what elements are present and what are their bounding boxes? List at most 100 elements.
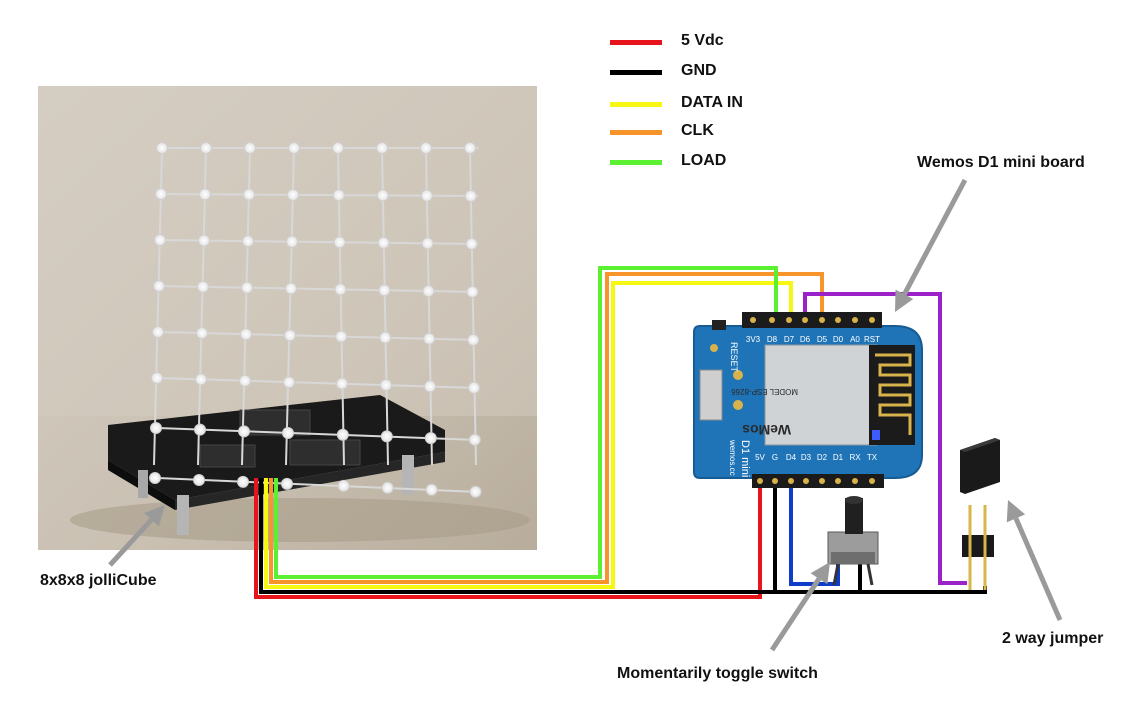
led (468, 381, 480, 394)
top-pin-label: D5 (817, 335, 828, 344)
led (420, 142, 432, 154)
led (424, 432, 437, 445)
pin-hole (772, 478, 778, 484)
switch-label: Momentarily toggle switch (617, 665, 818, 682)
led (421, 237, 434, 250)
led (287, 188, 299, 201)
led (284, 329, 296, 342)
top-pin-label: D6 (800, 335, 811, 344)
pin-hole (788, 478, 794, 484)
wire-d4-switch (789, 478, 840, 586)
led (466, 285, 479, 298)
led (464, 142, 476, 154)
led (380, 430, 393, 443)
led (244, 142, 256, 154)
pin-hole (750, 317, 756, 323)
bottom-pin-label: TX (867, 453, 878, 462)
arrow-cube (108, 505, 165, 567)
top-pin-label: 3V3 (746, 335, 761, 344)
legend-swatch (610, 102, 662, 107)
wire-data-in (264, 281, 793, 589)
led (468, 433, 481, 446)
led (336, 377, 348, 390)
bottom-pin-label: D2 (817, 453, 828, 462)
pin-hole (852, 317, 858, 323)
brand-text: WeMos (742, 422, 791, 438)
standoff (138, 470, 148, 498)
led (378, 284, 391, 297)
led (240, 328, 252, 341)
bottom-pin-label: D3 (801, 453, 812, 462)
board-name-text: D1 mini (739, 440, 751, 477)
pin-hole (869, 317, 875, 323)
led (420, 189, 433, 202)
led (152, 326, 164, 338)
top-pin-label: RST (864, 335, 880, 344)
led (237, 475, 249, 488)
led (336, 428, 349, 441)
led (151, 372, 163, 384)
led (154, 234, 166, 246)
pin-hole (835, 478, 841, 484)
legend-swatch (610, 130, 662, 135)
pin-hole (819, 478, 825, 484)
led (156, 142, 168, 154)
callout-arrows (108, 178, 1063, 652)
led (281, 477, 293, 490)
led (200, 142, 212, 154)
led (376, 142, 388, 154)
led (288, 142, 300, 154)
bottom-pin-label: G (772, 453, 778, 462)
led (243, 188, 255, 201)
reset-button (712, 320, 726, 330)
led (469, 485, 482, 498)
led (193, 473, 205, 486)
led (381, 481, 394, 494)
led (198, 234, 210, 247)
legend-label: GND (681, 62, 717, 79)
jumper-label: 2 way jumper (1002, 630, 1104, 647)
led (332, 142, 344, 154)
wire-gnd-jumper (860, 586, 987, 594)
pin-hole (802, 317, 808, 323)
pin-hole (769, 317, 775, 323)
led (196, 327, 208, 340)
led (332, 189, 345, 202)
led (377, 236, 390, 249)
led (195, 373, 207, 386)
led (242, 235, 254, 248)
reset-text: RESET (729, 342, 739, 373)
led (238, 425, 250, 438)
usb-port (699, 369, 723, 421)
led (335, 330, 348, 343)
cube-photo (38, 86, 537, 550)
top-pin-label: D0 (833, 335, 844, 344)
top-pin-label: A0 (850, 335, 860, 344)
pin-hole (819, 317, 825, 323)
bottom-pin-label: D1 (833, 453, 844, 462)
standoff (177, 495, 189, 535)
led (423, 332, 436, 345)
pin-hole (869, 478, 875, 484)
led (283, 376, 295, 389)
led (380, 379, 392, 391)
led (153, 280, 165, 292)
wire-d6-jumper (803, 292, 967, 585)
pin-hole (852, 478, 858, 484)
led (425, 483, 438, 496)
led (197, 280, 209, 293)
arrow-switch (769, 562, 830, 652)
pin-hole (835, 317, 841, 323)
led (194, 423, 206, 436)
led-matrix (149, 142, 482, 498)
wemos-board (693, 312, 923, 488)
jumper (960, 438, 1000, 590)
cube-pcb (108, 395, 445, 500)
legend-label: 5 Vdc (681, 32, 724, 49)
legend-label: DATA IN (681, 94, 743, 111)
wire-clk (269, 272, 824, 584)
led (337, 479, 350, 492)
led (282, 427, 294, 440)
